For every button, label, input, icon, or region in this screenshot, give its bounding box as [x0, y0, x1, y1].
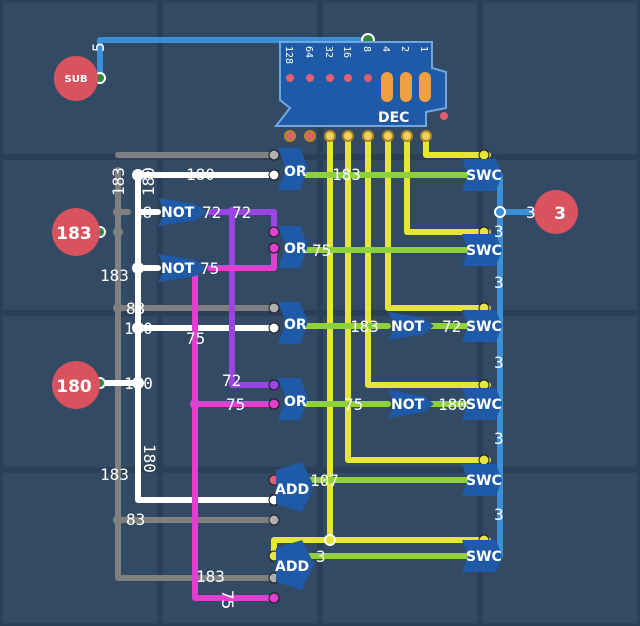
- decoder[interactable]: DEC 128 64 32 16 8 4 2 1: [273, 41, 448, 142]
- not-gate-1[interactable]: NOT: [158, 198, 206, 226]
- label-white-left-top: 180: [139, 167, 158, 196]
- output-wire-label: 3: [526, 203, 536, 222]
- label-not4-out: 180: [438, 395, 467, 414]
- wire-white[interactable]: [97, 172, 277, 503]
- label-gray-83-b: 83: [126, 510, 145, 529]
- swc-label: SWC: [466, 168, 502, 184]
- swc-gate-4[interactable]: SWC: [462, 388, 502, 420]
- label-purple-72: 72: [222, 371, 241, 390]
- decoder-bit-128: 128: [283, 46, 294, 64]
- label-gray-83-a: 83: [126, 299, 145, 318]
- label-not1-out-a: 72: [202, 203, 221, 222]
- label-white-180-v: 180: [140, 444, 159, 473]
- svg-text:ADD: ADD: [275, 559, 309, 575]
- decoder-bit-1: 1: [418, 46, 429, 52]
- add-gate-2[interactable]: ADD: [275, 540, 314, 590]
- swc-label: SWC: [466, 319, 502, 335]
- label-blue-2: 3: [494, 273, 504, 292]
- label-blue-3: 3: [494, 353, 504, 372]
- wire-purple[interactable]: [207, 209, 277, 388]
- swc-gate-1[interactable]: SWC: [462, 159, 502, 191]
- sub-node[interactable]: SUB: [54, 56, 99, 101]
- label-blue-4: 3: [494, 429, 504, 448]
- or-gate-1[interactable]: OR: [278, 148, 308, 190]
- label-or1-out: 183: [332, 165, 361, 184]
- output-node[interactable]: 3: [534, 190, 578, 234]
- gate-input-pins: [268, 149, 490, 604]
- decoder-bit-8: 8: [361, 46, 372, 52]
- svg-text:OR: OR: [284, 317, 307, 333]
- decoder-top-pins: [286, 72, 448, 120]
- input-node-b[interactable]: 180: [52, 361, 100, 409]
- svg-text:NOT: NOT: [161, 205, 195, 221]
- label-add1-out: 107: [310, 471, 339, 490]
- svg-text:NOT: NOT: [391, 397, 425, 413]
- label-magenta-75-bottom: 75: [218, 590, 237, 609]
- swc-label: SWC: [466, 549, 502, 565]
- swc-gate-6[interactable]: SWC: [462, 540, 502, 572]
- label-magenta-75-b: 75: [226, 395, 245, 414]
- label-gray-18: 18: [133, 203, 152, 222]
- label-gray-top: 183: [109, 167, 128, 196]
- swc-gate-3[interactable]: SWC: [462, 310, 502, 342]
- or-gate-4[interactable]: OR: [278, 378, 308, 420]
- wire-green[interactable]: [297, 172, 469, 559]
- sub-value-label: 5: [89, 42, 108, 52]
- wire-magenta[interactable]: [192, 245, 277, 601]
- decoder-bit-32: 32: [323, 46, 334, 58]
- input-node-a[interactable]: 183: [52, 208, 100, 256]
- label-left-183-b: 183: [100, 465, 129, 484]
- label-not1-out-b: 72: [232, 203, 251, 222]
- input-a-value: 183: [56, 224, 92, 244]
- swc-gate-5[interactable]: SWC: [462, 464, 502, 496]
- svg-text:NOT: NOT: [161, 261, 195, 277]
- svg-text:OR: OR: [284, 164, 307, 180]
- swc-label: SWC: [466, 397, 502, 413]
- input-b-value: 180: [56, 377, 92, 397]
- svg-text:OR: OR: [284, 241, 307, 257]
- label-blue-5: 3: [494, 505, 504, 524]
- decoder-bit-16: 16: [341, 46, 352, 58]
- or-gate-2[interactable]: OR: [278, 226, 308, 268]
- decoder-label: DEC: [378, 110, 409, 126]
- label-left-183: 183: [100, 266, 129, 285]
- decoder-bit-labels: 128 64 32 16 8 4 2 1: [283, 46, 429, 64]
- label-not3-out: 72: [442, 317, 461, 336]
- or-gate-3[interactable]: OR: [278, 302, 308, 344]
- label-blue-1: 3: [494, 222, 504, 241]
- label-not2-out: 75: [200, 259, 219, 278]
- swc-label: SWC: [466, 243, 502, 259]
- label-magenta-75: 75: [186, 329, 205, 348]
- label-white-180-mid: 180: [124, 319, 153, 338]
- not-gate-4[interactable]: NOT: [388, 390, 434, 418]
- label-white-top: 180: [186, 165, 215, 184]
- add-gate-1[interactable]: ADD: [275, 462, 314, 512]
- label-add2-out: 3: [316, 547, 326, 566]
- decoder-bit-64: 64: [303, 46, 314, 58]
- swc-label: SWC: [466, 473, 502, 489]
- svg-text:ADD: ADD: [275, 482, 309, 498]
- wire-blue-sub[interactable]: [97, 37, 371, 81]
- not-gate-3[interactable]: NOT: [388, 312, 434, 340]
- swc-gate-2[interactable]: SWC: [462, 234, 502, 266]
- swc-gates: SWC SWC SWC SWC SWC SWC: [462, 159, 502, 572]
- label-or3-out: 183: [350, 317, 379, 336]
- label-or4-out: 75: [344, 395, 363, 414]
- sub-label: SUB: [65, 74, 88, 85]
- label-white-180-left: 180: [124, 374, 153, 393]
- label-or2-out: 75: [312, 241, 331, 260]
- decoder-bit-2: 2: [399, 46, 410, 52]
- not-gate-2[interactable]: NOT: [158, 254, 206, 282]
- output-value: 3: [554, 204, 566, 224]
- decoder-bit-4: 4: [380, 46, 391, 52]
- decoder-output-pins: [284, 130, 432, 142]
- label-gray-183-bottom: 183: [196, 567, 225, 586]
- svg-text:NOT: NOT: [391, 319, 425, 335]
- svg-text:OR: OR: [284, 394, 307, 410]
